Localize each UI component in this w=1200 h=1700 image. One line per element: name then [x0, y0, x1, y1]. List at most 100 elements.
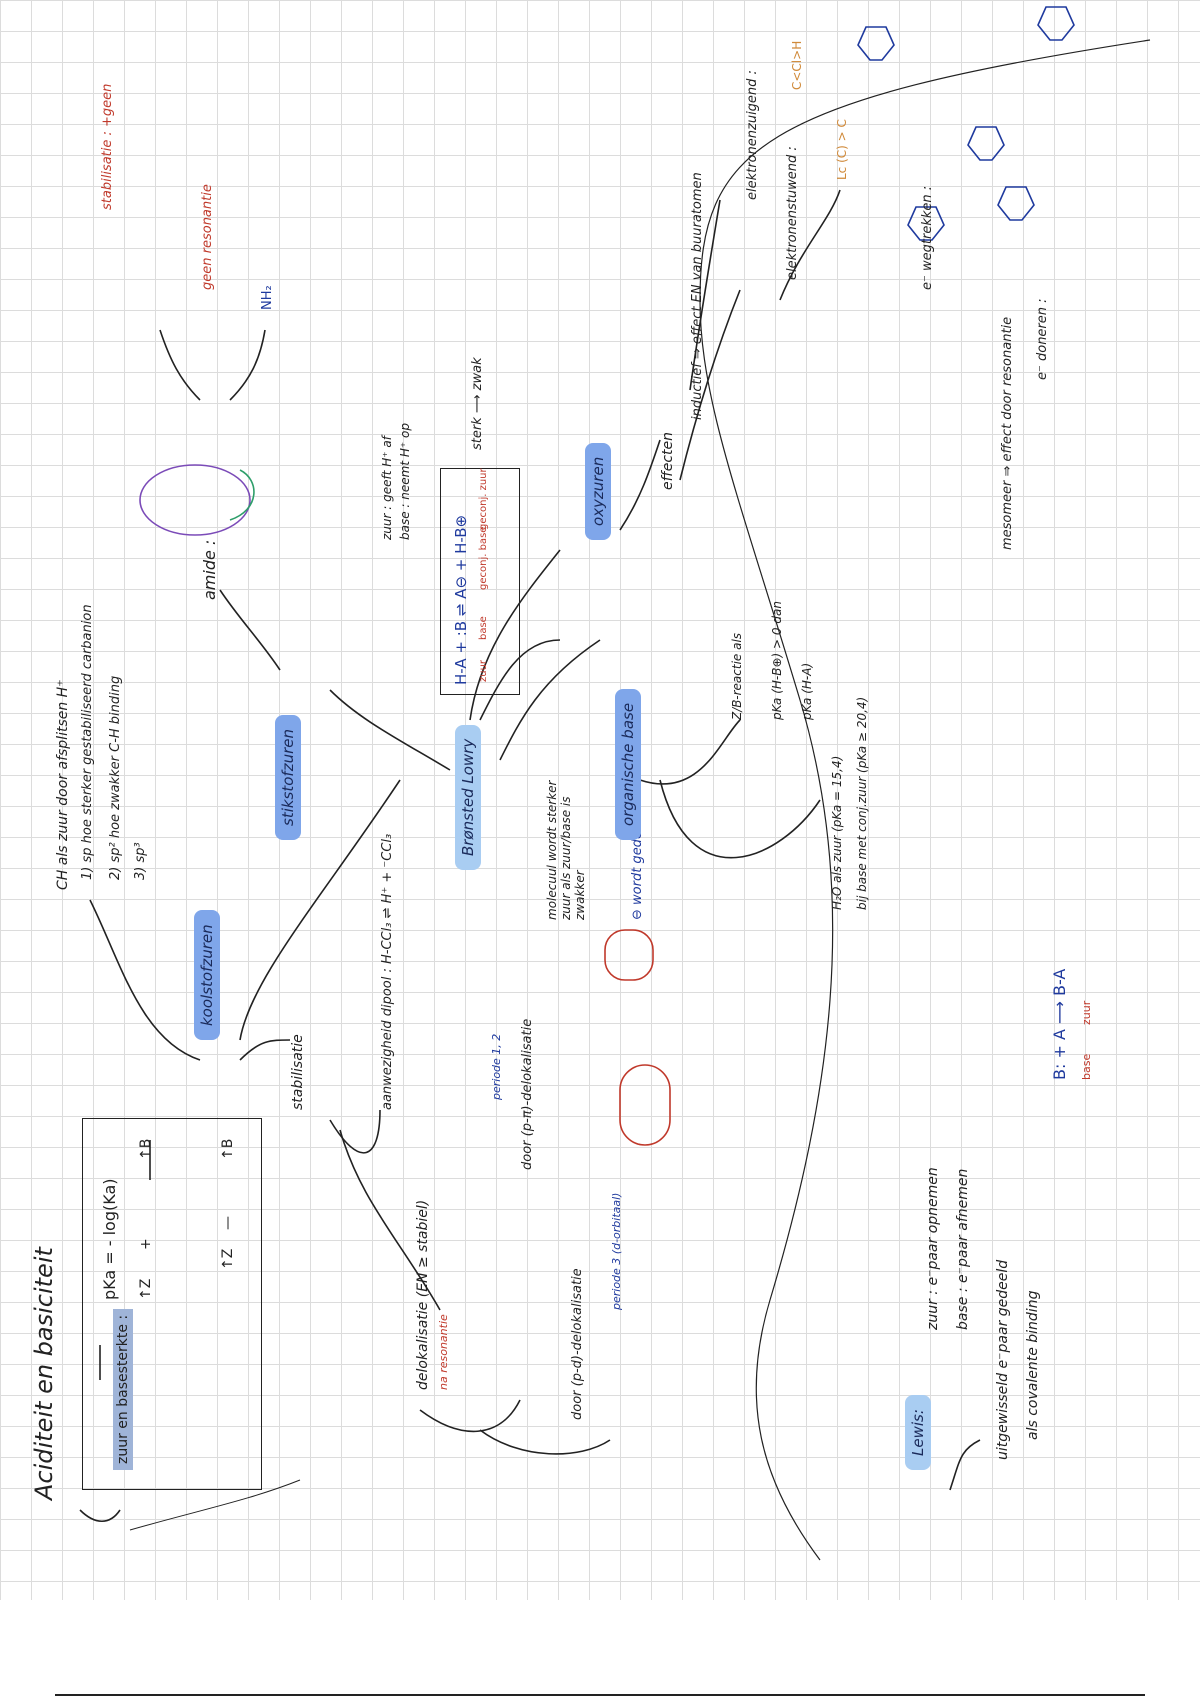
- lewis-base: base : e⁻paar afnemen: [955, 1168, 971, 1330]
- bronsted-def-zuur: zuur : geeft H⁺ af: [380, 436, 394, 540]
- kz-periode3: periode 3 (d-orbitaal): [610, 1192, 623, 1310]
- lewis-node: Lewis:: [905, 1395, 931, 1470]
- oxyzuren-node: oxyzuren: [585, 442, 611, 540]
- ob-pka-line2: pKa (H-A): [800, 662, 814, 720]
- link-oxy-eff: [619, 439, 661, 531]
- kz-line2: 2) sp² hoe zwakker C-H binding: [108, 675, 123, 880]
- pd-resonance-outline: [619, 1064, 671, 1146]
- kz-pi-delok: door (p-π)-delokalisatie: [520, 1018, 535, 1170]
- pka-formula: pKa = - log(Ka): [100, 1178, 119, 1301]
- rotated-notes-canvas: Aciditeit en basiciteit pKa = - log(Ka) …: [30, 6, 1151, 1561]
- amide-stabilisatie: stabilisatie : +geen: [100, 83, 115, 210]
- oxy-inductief: inductief ⇒ effect EN van buuratomen: [690, 172, 705, 420]
- hexagon-2: [967, 126, 1005, 161]
- ob-h2o-line2: bij base met conj.zuur (pKa ≥ 20,4): [855, 696, 869, 910]
- amide-circle-purple: [139, 464, 251, 536]
- oxy-doneren: e⁻ doneren :: [1035, 298, 1050, 380]
- amide-label: amide :: [200, 539, 219, 600]
- oxy-stuwend: elektronenstuwend :: [785, 146, 800, 280]
- link-ob-zb: [639, 719, 741, 785]
- link-kz-bronsted: [239, 779, 401, 1041]
- hexagon-3: [907, 206, 945, 241]
- link-ind-stuw: [779, 189, 841, 301]
- pka-label-text: zuur en basesterkte :: [113, 1308, 133, 1470]
- kz-aanwezigheid: aanwezigheid dipool : H-CCl₃ ⇌ H⁺ + ⁻CCl…: [380, 833, 395, 1110]
- link-eff-meso: [679, 289, 741, 481]
- link-stab-aanw: [329, 1109, 381, 1154]
- connector-lines: [79, 6, 1151, 1561]
- oxy-wegtrekken: e⁻ wegtrekken :: [920, 185, 935, 290]
- oxy-order1: C<Cl>H: [790, 40, 804, 90]
- pka-box: [82, 1118, 262, 1490]
- link-delok-pd: [479, 1429, 611, 1455]
- bronsted-geconj-zuur: geconj. zuur: [478, 468, 489, 530]
- ob-h2o-line: H₂O als zuur (pKa = 15,4): [830, 755, 844, 910]
- ob-pka-line: pKa (H-B⊕) > 0 dan: [770, 601, 784, 720]
- lewis-zuur-label: zuur: [1080, 1000, 1093, 1025]
- pka-top-right: ↑B: [138, 1138, 154, 1160]
- kz-pd-delok: door (p-d)-delokalisatie: [570, 1268, 585, 1420]
- link-kz-chacid: [89, 899, 201, 1061]
- link-br-orgbase: [499, 639, 601, 761]
- pka-top-left: ↑Z: [138, 1278, 154, 1300]
- page-title: Aciditeit en basiciteit: [30, 1247, 58, 1500]
- pka-bottom-right: ↑B: [220, 1138, 236, 1160]
- amide-green-arc: [229, 469, 255, 521]
- amide-geen-resonantie: geen resonantie: [200, 184, 215, 290]
- link-br-box: [479, 639, 561, 721]
- link-kz-stab: [239, 1039, 291, 1061]
- lewis-reaction: B: + A ⟶ B-A: [1050, 968, 1069, 1080]
- hexagon-1: [857, 26, 895, 61]
- stikstofzuren-node: stikstofzuren: [275, 715, 301, 840]
- page-bottom-rule: [55, 1694, 1145, 1696]
- title-bracket: [79, 1509, 121, 1523]
- kz-line1: 1) sp hoe sterker gestabiliseerd carbani…: [80, 604, 95, 880]
- link-br-stik: [329, 689, 451, 771]
- link-amide-bot: [229, 329, 266, 401]
- pka-bottom-left: ↑Z: [220, 1248, 236, 1270]
- bronsted-zuur: zuur: [478, 659, 489, 682]
- bronsted-reaction: H-A + :B ⇌ A⊖ + H-B⊕: [452, 514, 470, 685]
- koolstofzuren-node: koolstofzuren: [194, 910, 220, 1040]
- oxy-order2: Lc (C) > C: [835, 119, 849, 180]
- kz-periode12: periode 1, 2: [490, 1033, 503, 1100]
- oxy-mesomeer: mesomeer ⇒ effect door resonantie: [1000, 316, 1015, 550]
- pka-label: zuur en basesterkte :: [113, 1308, 133, 1470]
- kz-delok-sub: na resonantie: [437, 1314, 450, 1390]
- kz-line3: 3) sp³: [133, 842, 148, 880]
- bronsted-base: base: [478, 616, 489, 640]
- grid-paper: [0, 0, 1200, 1600]
- link-stab-delok: [339, 1129, 441, 1311]
- pi-resonance-outline: [604, 929, 654, 981]
- kz-molecuul: molecuul wordt sterker zuur als zuur/bas…: [545, 780, 587, 920]
- divider-curve: [699, 39, 1151, 1561]
- pka-top-mid: +: [138, 1238, 154, 1250]
- organische-base-node: organische base: [615, 688, 641, 840]
- kz-delokalisatie: delokalisatie (EN ≥ stabiel): [415, 1199, 431, 1390]
- bronsted-sterk-zwak: sterk ⟶ zwak: [470, 357, 485, 450]
- link-delok-pi: [419, 1399, 521, 1433]
- bronsted-node: Brønsted Lowry: [455, 724, 481, 870]
- hexagon-5: [997, 186, 1035, 221]
- kz-stabilisatie: stabilisatie: [290, 1034, 306, 1110]
- left-curve: [129, 1479, 301, 1531]
- bronsted-geconj-base: geconj. base: [478, 526, 489, 590]
- lewis-zuur: zuur : e⁻paar opnemen: [925, 1167, 941, 1330]
- pka-bottom-mid: —: [220, 1216, 236, 1230]
- lewis-uitgewisseld: uitgewisseld e⁻paar gedeeld: [995, 1259, 1011, 1460]
- lewis-base-label: base: [1080, 1053, 1093, 1080]
- kz-ch-acid: CH als zuur door afsplitsen H⁺: [55, 679, 71, 890]
- oxy-effecten: effecten: [660, 431, 676, 490]
- oxy-zuigend: elektronenzuigend :: [745, 70, 760, 200]
- link-lewis-def: [949, 1439, 981, 1491]
- amide-nh2: NH₂: [260, 285, 275, 310]
- link-stik-amide: [219, 589, 281, 671]
- lewis-covalent: als covalente binding: [1025, 1290, 1041, 1440]
- bronsted-def-base: base : neemt H⁺ op: [398, 423, 412, 540]
- link-ind-zuig: [689, 199, 721, 391]
- link-amide-top: [159, 329, 201, 401]
- link-ob-h2o: [659, 779, 821, 859]
- hexagon-4: [1037, 6, 1075, 41]
- ob-zb-reactie: Z/B-reactie als: [730, 632, 744, 720]
- link-br-oxy: [469, 549, 561, 721]
